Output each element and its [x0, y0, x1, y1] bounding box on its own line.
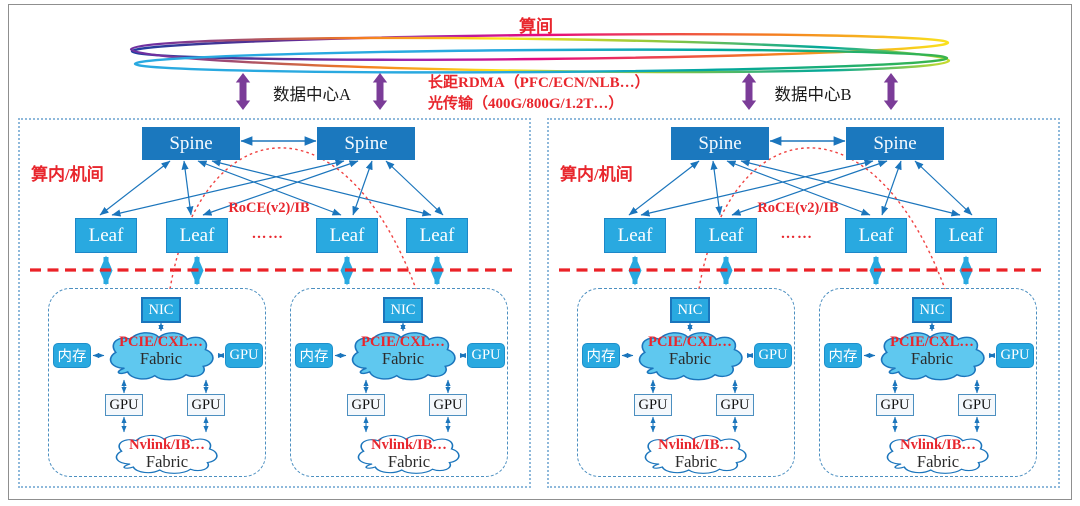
nic-node: NIC: [670, 297, 710, 323]
memory-node: 内存: [53, 343, 91, 368]
cluster-a-spine-1: Spine: [142, 127, 240, 160]
nic-node: NIC: [912, 297, 952, 323]
gpu-node-right: GPU: [754, 343, 792, 368]
cluster-b-spine-2: Spine: [846, 127, 944, 160]
memory-node: 内存: [824, 343, 862, 368]
gpu-node-bottom-left: GPU: [347, 394, 385, 416]
cluster-a-box: [18, 118, 531, 488]
gpu-node-bottom-left: GPU: [876, 394, 914, 416]
long-distance-rdma-label: 长距RDMA（PFC/ECN/NLB…）: [428, 75, 650, 91]
server-unit-box: [290, 288, 508, 477]
cluster-b-box: [547, 118, 1060, 488]
nic-node: NIC: [141, 297, 181, 323]
cluster-a-more-leaves-ellipsis: ……: [251, 226, 285, 242]
cluster-a-leaf-4: Leaf: [406, 218, 468, 253]
dc-b-left-arrow-icon: [741, 73, 757, 110]
optical-transport-label: 光传输（400G/800G/1.2T…）: [428, 96, 624, 112]
gpu-node-right: GPU: [467, 343, 505, 368]
gpu-node-bottom-right: GPU: [958, 394, 996, 416]
gpu-node-bottom-left: GPU: [105, 394, 143, 416]
gpu-node-right: GPU: [225, 343, 263, 368]
memory-node: 内存: [295, 343, 333, 368]
pcie-cxl-fabric-cloud-label: PCIE/CXL… Fabric: [119, 334, 203, 368]
nvlink-ib-fabric-cloud-label: Nvlink/IB… Fabric: [900, 437, 976, 471]
cluster-b-more-leaves-ellipsis: ……: [780, 226, 814, 242]
cluster-b-roce-label: RoCE(v2)/IB: [757, 200, 839, 216]
gpu-node-bottom-right: GPU: [429, 394, 467, 416]
nvlink-ib-fabric-cloud-label: Nvlink/IB… Fabric: [658, 437, 734, 471]
inter-compute-title: 算间: [519, 17, 553, 36]
cluster-b-leaf-3: Leaf: [845, 218, 907, 253]
cluster-a-region-label: 算内/机间: [31, 165, 104, 184]
server-unit-box: [819, 288, 1037, 477]
cluster-b-leaf-1: Leaf: [604, 218, 666, 253]
figure-border: [8, 4, 1072, 500]
gpu-node-right: GPU: [996, 343, 1034, 368]
nvlink-ib-fabric-cloud-label: Nvlink/IB… Fabric: [129, 437, 205, 471]
gpu-node-bottom-right: GPU: [187, 394, 225, 416]
cluster-a-spine-2: Spine: [317, 127, 415, 160]
cluster-a-leaf-1: Leaf: [75, 218, 137, 253]
inter-dc-rainbow-ring: [129, 33, 951, 74]
dc-b-right-arrow-icon: [883, 73, 899, 110]
cluster-b-leaf-4: Leaf: [935, 218, 997, 253]
gpu-node-bottom-right: GPU: [716, 394, 754, 416]
cluster-b-region-label: 算内/机间: [560, 165, 633, 184]
datacenter-a-label: 数据中心A: [273, 85, 351, 104]
cluster-b-spine-1: Spine: [671, 127, 769, 160]
dc-a-right-arrow-icon: [372, 73, 388, 110]
dc-a-left-arrow-icon: [235, 73, 251, 110]
nvlink-ib-fabric-cloud-label: Nvlink/IB… Fabric: [371, 437, 447, 471]
cluster-a-roce-label: RoCE(v2)/IB: [228, 200, 310, 216]
memory-node: 内存: [582, 343, 620, 368]
datacenter-b-label: 数据中心B: [774, 85, 852, 104]
pcie-cxl-fabric-cloud-label: PCIE/CXL… Fabric: [890, 334, 974, 368]
pcie-cxl-fabric-cloud-label: PCIE/CXL… Fabric: [361, 334, 445, 368]
gpu-node-bottom-left: GPU: [634, 394, 672, 416]
pcie-cxl-fabric-cloud-label: PCIE/CXL… Fabric: [648, 334, 732, 368]
nic-node: NIC: [383, 297, 423, 323]
cluster-a-leaf-2: Leaf: [166, 218, 228, 253]
server-unit-box: [48, 288, 266, 477]
cluster-a-leaf-3: Leaf: [316, 218, 378, 253]
cluster-b-leaf-2: Leaf: [695, 218, 757, 253]
server-unit-box: [577, 288, 795, 477]
